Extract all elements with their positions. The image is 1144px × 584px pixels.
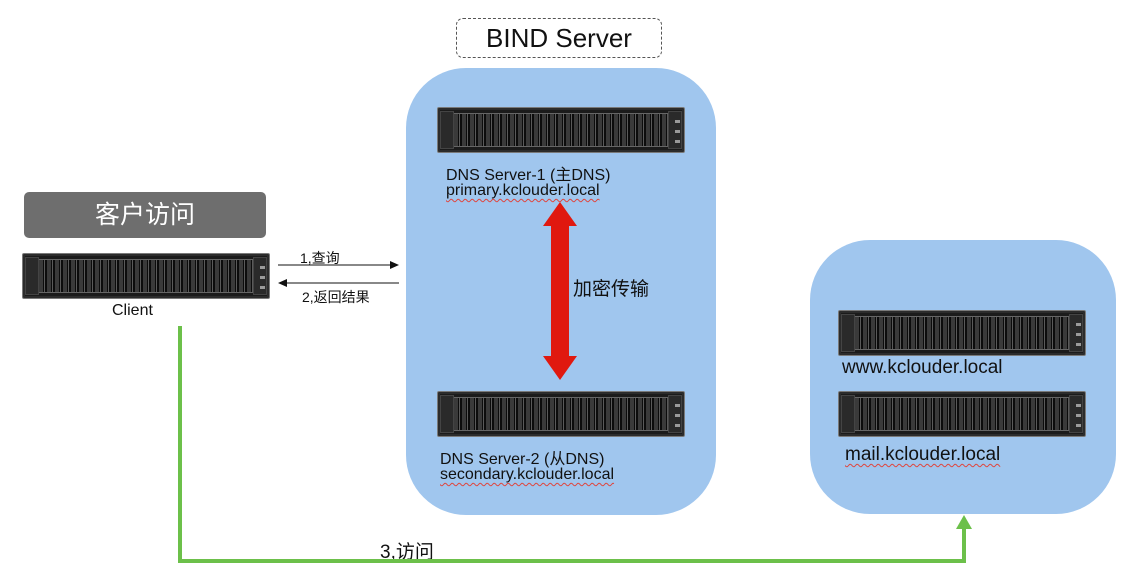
web-server-www-icon (838, 310, 1086, 356)
transfer-label: 加密传输 (573, 279, 650, 300)
dns-primary-name: DNS Server-1 (主DNS) (446, 167, 611, 184)
client-server-icon (22, 253, 270, 299)
dns-secondary-server-icon (437, 391, 685, 437)
query-arrow (278, 261, 399, 269)
client-access-header: 客户访问 (24, 192, 266, 238)
bind-server-title: BIND Server (456, 18, 662, 58)
web-server-mail-icon (838, 391, 1086, 437)
access-path-arrow (178, 326, 972, 563)
query-label: 1,查询 (300, 250, 340, 266)
transfer-double-arrow (543, 202, 577, 380)
web-server-mail-host: mail.kclouder.local (845, 444, 1001, 465)
web-servers-panel (810, 240, 1116, 514)
dns-primary-host: primary.kclouder.local (446, 182, 600, 199)
result-label: 2,返回结果 (302, 289, 370, 305)
dns-primary-server-icon (437, 107, 685, 153)
web-server-www-host: www.kclouder.local (842, 357, 1003, 378)
dns-secondary-name: DNS Server-2 (从DNS) (440, 451, 605, 468)
access-label: 3,访问 (380, 542, 434, 563)
client-label: Client (112, 302, 153, 319)
result-arrow (278, 279, 399, 287)
dns-secondary-host: secondary.kclouder.local (440, 466, 615, 483)
